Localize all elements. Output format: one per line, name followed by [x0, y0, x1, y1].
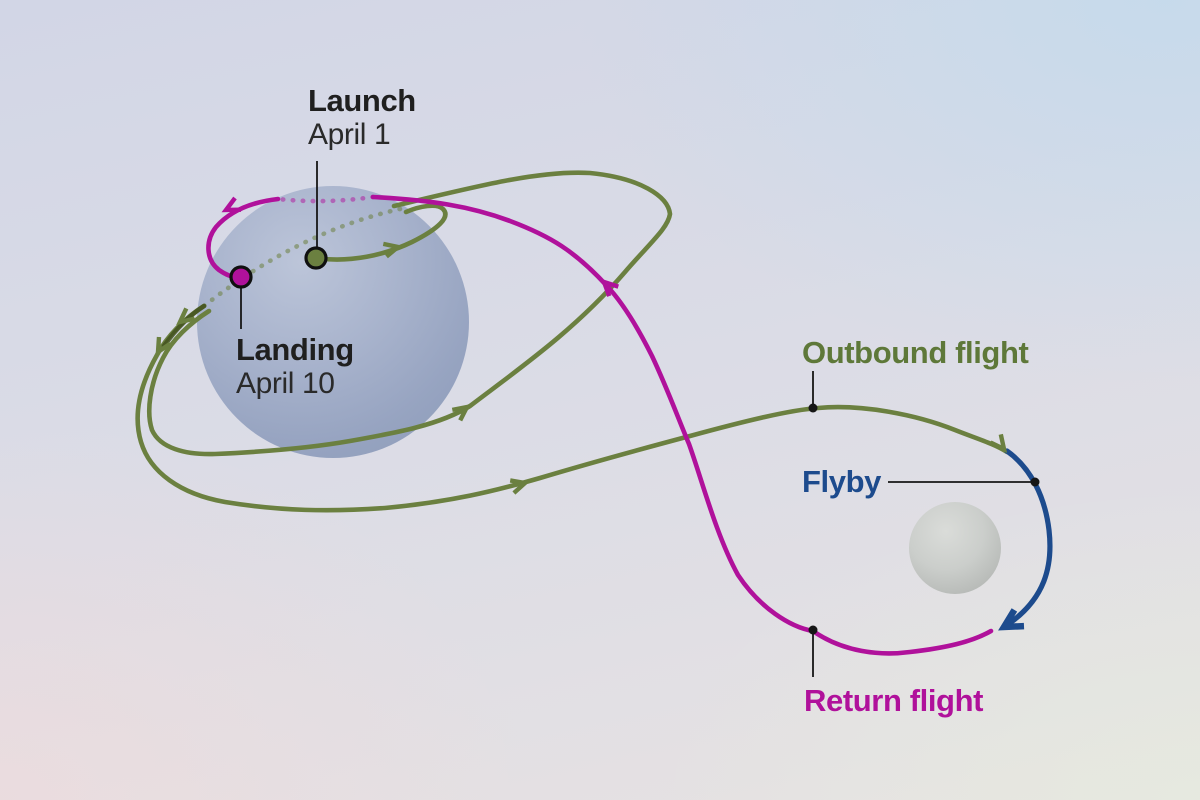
landing-label: Landing April 10	[236, 333, 354, 401]
launch-title: Launch	[308, 83, 416, 118]
outbound-launch-loop-arrowhead-icon	[382, 241, 403, 259]
launch-label: Launch April 1	[308, 84, 416, 152]
flyby-text: Flyby	[802, 464, 881, 499]
return-transfer-path	[370, 194, 994, 656]
outbound-flight-text: Outbound flight	[802, 335, 1029, 370]
return-transfer-arrowhead-icon	[600, 278, 619, 297]
return-flight-text: Return flight	[804, 683, 984, 718]
outbound-descent-arrowhead-icon	[176, 307, 196, 326]
outbound-transfer-arrowhead-icon	[509, 478, 530, 495]
flyby-label: Flyby	[802, 465, 881, 499]
return-flight-label: Return flight	[804, 684, 983, 718]
flyby-arc-path	[1001, 448, 1053, 630]
outbound-transfer-path	[135, 303, 1010, 513]
origin-planet-sphere	[197, 186, 469, 458]
flyby-exit-arrowhead-icon	[998, 608, 1025, 631]
return-landing-arrowhead-icon	[221, 196, 242, 213]
outbound-flight-label: Outbound flight	[802, 335, 1029, 370]
landing-date: April 10	[236, 367, 335, 400]
return-behind-planet-dotted-path	[275, 194, 376, 204]
outbound-behind-planet-dotted-path	[201, 206, 403, 309]
return-callout-dot	[808, 625, 818, 635]
flyby-callout-dot	[1030, 477, 1040, 487]
outbound-descent-arrowhead-2-icon	[155, 336, 172, 357]
outbound-inner-loop-arrowhead-icon	[451, 403, 472, 422]
flyby-moon-sphere	[909, 502, 1001, 594]
landing-title: Landing	[236, 332, 354, 367]
launch-point-marker	[304, 246, 328, 270]
landing-point-marker	[229, 265, 253, 289]
outbound-launch-loop-path	[313, 203, 448, 262]
outbound-flyby-entry-arrowhead-icon	[989, 433, 1008, 453]
launch-date: April 1	[308, 118, 391, 151]
outbound-callout-dot	[808, 403, 818, 413]
